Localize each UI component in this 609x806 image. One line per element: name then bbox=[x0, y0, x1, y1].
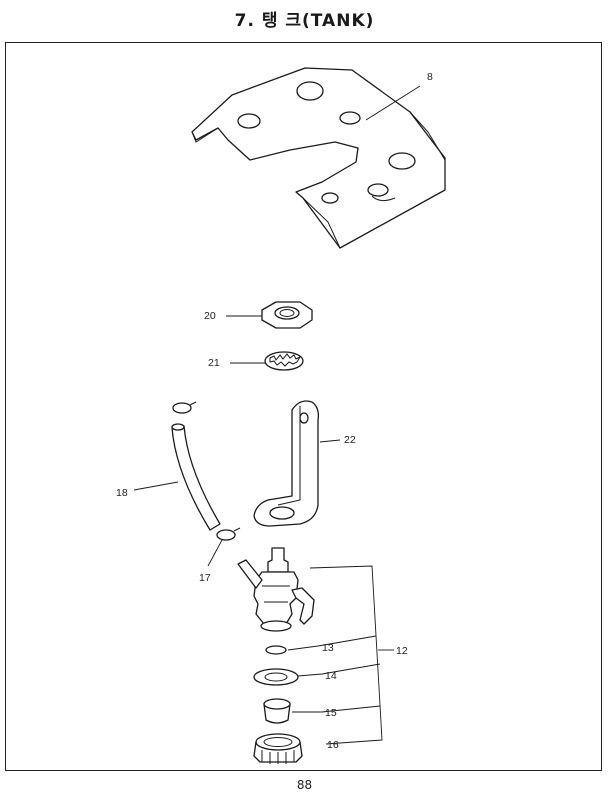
callout-12: 12 bbox=[396, 645, 408, 657]
leader-13 bbox=[287, 635, 377, 651]
hex-nut-part bbox=[261, 301, 313, 329]
callout-15: 15 bbox=[325, 707, 337, 719]
hose-clip-part bbox=[172, 401, 241, 541]
l-bracket-part bbox=[253, 400, 320, 527]
leader-15 bbox=[292, 705, 381, 713]
page-title: 7. 탱 크(TANK) bbox=[234, 11, 375, 31]
callout-8: 8 bbox=[427, 71, 433, 83]
strainer-cup-part bbox=[263, 698, 291, 724]
diagram-frame bbox=[5, 42, 602, 771]
callout-20: 20 bbox=[204, 310, 216, 322]
leader-22 bbox=[319, 439, 341, 443]
callout-14: 14 bbox=[325, 670, 337, 682]
leader-18 bbox=[133, 481, 179, 491]
callout-16: 16 bbox=[327, 739, 339, 751]
leader-8 bbox=[365, 85, 421, 121]
callout-13: 13 bbox=[322, 642, 334, 654]
leader-14 bbox=[297, 663, 381, 677]
fuel-cock-part bbox=[237, 547, 315, 632]
fuel-hose-part bbox=[171, 423, 221, 531]
bracket-plate-part bbox=[191, 67, 446, 249]
page-number: 88 bbox=[296, 778, 313, 792]
callout-17: 17 bbox=[199, 572, 211, 584]
callout-22: 22 bbox=[344, 434, 356, 446]
callout-18: 18 bbox=[116, 487, 128, 499]
washer-part bbox=[253, 668, 299, 686]
ring-nut-part bbox=[253, 733, 303, 764]
leader-17 bbox=[207, 539, 223, 567]
small-ring-part bbox=[265, 645, 287, 655]
lock-washer-part bbox=[264, 351, 304, 371]
callout-21: 21 bbox=[208, 357, 220, 369]
leader-12-bracket bbox=[309, 565, 383, 745]
